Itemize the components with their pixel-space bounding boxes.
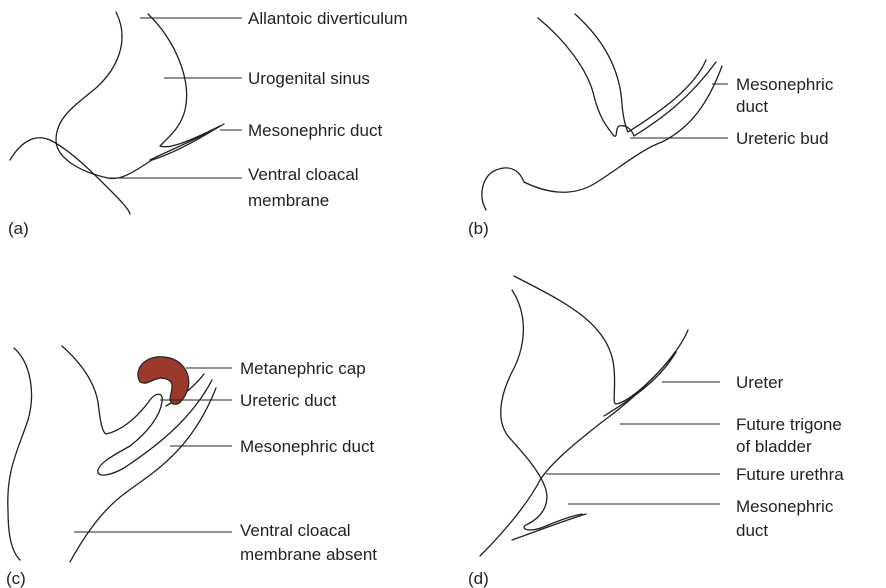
panel-a-outline bbox=[10, 12, 224, 214]
label-d-mesonephric-line1: Mesonephric bbox=[736, 497, 834, 516]
panel-c-leaders bbox=[74, 368, 232, 532]
label-ureter: Ureter bbox=[736, 373, 784, 392]
label-b-mesonephric-line1: Mesonephric bbox=[736, 75, 834, 94]
label-b-mesonephric-line2: duct bbox=[736, 97, 768, 116]
label-ventral-cloacal-absent-line2: membrane absent bbox=[240, 545, 377, 564]
label-future-trigone-line2: of bladder bbox=[736, 437, 812, 456]
label-ventral-cloacal-line1: Ventral cloacal bbox=[248, 165, 359, 184]
panel-d-leaders bbox=[546, 382, 720, 504]
label-allantoic-diverticulum: Allantoic diverticulum bbox=[248, 9, 408, 28]
label-future-trigone-line1: Future trigone bbox=[736, 415, 842, 434]
panel-a-leaders bbox=[106, 18, 242, 178]
panel-d-letter: (d) bbox=[468, 569, 489, 588]
panel-c-letter: (c) bbox=[6, 569, 26, 588]
panel-d-outline bbox=[480, 276, 688, 556]
label-ureteric-bud: Ureteric bud bbox=[736, 129, 829, 148]
label-a-mesonephric-duct: Mesonephric duct bbox=[248, 121, 382, 140]
panel-d: Ureter Future trigone of bladder Future … bbox=[468, 276, 844, 588]
metanephric-cap-shape bbox=[138, 357, 189, 405]
panel-b: Mesonephric duct Ureteric bud (b) bbox=[468, 14, 834, 238]
label-ureteric-duct: Ureteric duct bbox=[240, 391, 337, 410]
label-ventral-cloacal-line2: membrane bbox=[248, 191, 329, 210]
label-c-mesonephric-duct: Mesonephric duct bbox=[240, 437, 374, 456]
panel-c-outline bbox=[8, 346, 216, 562]
panel-b-outline bbox=[482, 14, 722, 210]
panel-a: Allantoic diverticulum Urogenital sinus … bbox=[8, 9, 408, 238]
panel-c: Metanephric cap Ureteric duct Mesonephri… bbox=[6, 346, 377, 588]
label-urogenital-sinus: Urogenital sinus bbox=[248, 69, 370, 88]
panel-a-letter: (a) bbox=[8, 219, 29, 238]
label-d-mesonephric-line2: duct bbox=[736, 521, 768, 540]
panel-b-letter: (b) bbox=[468, 219, 489, 238]
label-metanephric-cap: Metanephric cap bbox=[240, 359, 366, 378]
label-ventral-cloacal-absent-line1: Ventral cloacal bbox=[240, 521, 351, 540]
label-future-urethra: Future urethra bbox=[736, 465, 844, 484]
